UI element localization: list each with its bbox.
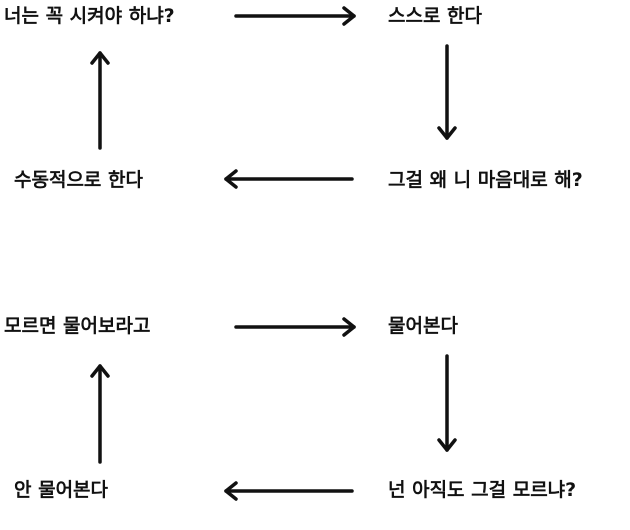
arrow-down (437, 44, 457, 140)
arrow-down (437, 354, 457, 452)
arrow-right (234, 6, 356, 26)
arrow-up (90, 51, 110, 150)
cycle-arrows (90, 317, 457, 501)
node-top-right: 스스로 한다 (388, 5, 483, 27)
arrow-left (224, 481, 354, 501)
node-top-left: 너는 꼭 시켜야 하냐? (4, 5, 175, 27)
cycle-arrows (90, 6, 457, 189)
arrow-left (224, 169, 354, 189)
node-top-left: 모르면 물어보라고 (4, 315, 151, 337)
node-top-right: 물어본다 (388, 315, 458, 337)
cycle-diagram-2: 모르면 물어보라고 물어본다 넌 아직도 그걸 모르냐? 안 물어본다 (0, 310, 630, 530)
node-bottom-right: 그걸 왜 니 마음대로 해? (388, 169, 583, 191)
arrow-up (90, 364, 110, 464)
node-bottom-left: 수동적으로 한다 (14, 169, 143, 191)
node-bottom-left: 안 물어본다 (14, 479, 109, 501)
cycle-diagram-1: 너는 꼭 시켜야 하냐? 스스로 한다 그걸 왜 니 마음대로 해? 수동적으로… (0, 0, 630, 220)
node-bottom-right: 넌 아직도 그걸 모르냐? (388, 479, 577, 501)
arrow-right (234, 317, 356, 337)
